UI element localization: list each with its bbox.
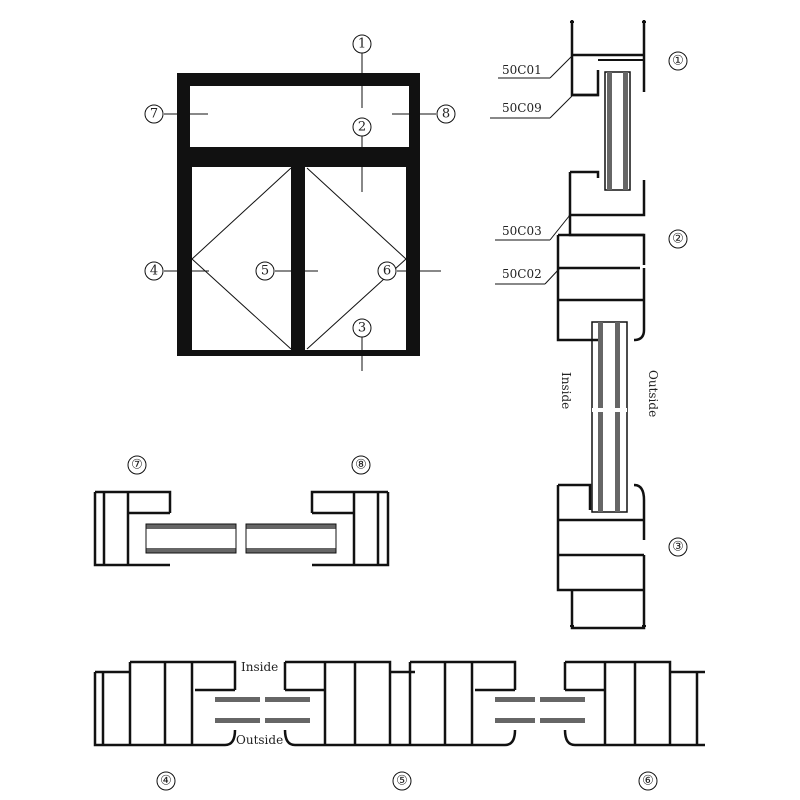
- svg-text:④: ④: [160, 774, 172, 789]
- window-elevation: 1 2 3 4 5 6 7 8: [144, 34, 456, 371]
- callout-5: 5: [255, 261, 275, 281]
- callout-vs-2: ②: [668, 229, 688, 249]
- svg-text:⑥: ⑥: [642, 774, 654, 789]
- transom-section: [93, 490, 390, 567]
- svg-text:7: 7: [150, 107, 158, 122]
- profile-code-50c01: 50C01: [502, 63, 542, 77]
- callout-8-section: ⑧: [351, 455, 371, 475]
- callout-5-section: ⑤: [392, 771, 412, 791]
- svg-text:4: 4: [150, 264, 158, 279]
- svg-text:6: 6: [383, 264, 391, 279]
- horizontal-section: [93, 660, 705, 747]
- outside-label-horizontal: Outside: [236, 733, 283, 747]
- callout-7: 7: [144, 104, 164, 124]
- svg-text:3: 3: [358, 321, 366, 336]
- svg-text:2: 2: [358, 120, 366, 135]
- callout-1: 1: [352, 34, 372, 54]
- callout-3: 3: [352, 318, 372, 338]
- profile-code-50c09: 50C09: [502, 101, 542, 115]
- horizontal-glass: [215, 697, 585, 723]
- outside-label-vertical: Outside: [646, 370, 660, 417]
- transom-glass: [145, 523, 337, 554]
- vertical-section-labels: 50C01 50C09 50C03 50C02 ① ② ③ Inside Out…: [490, 51, 688, 557]
- callout-vs-1: ①: [668, 51, 688, 71]
- svg-text:①: ①: [672, 54, 684, 69]
- callout-4: 4: [144, 261, 164, 281]
- profile-code-50c03: 50C03: [502, 224, 542, 238]
- svg-text:5: 5: [261, 264, 269, 279]
- callout-6: 6: [377, 261, 397, 281]
- profile-code-50c02: 50C02: [502, 267, 542, 281]
- inside-label-vertical: Inside: [559, 372, 573, 409]
- callout-8: 8: [436, 104, 456, 124]
- svg-text:③: ③: [672, 540, 684, 555]
- callout-vs-3: ③: [668, 537, 688, 557]
- svg-text:1: 1: [358, 37, 366, 52]
- inside-label-horizontal: Inside: [241, 660, 278, 674]
- svg-text:⑤: ⑤: [396, 774, 408, 789]
- callout-6-section: ⑥: [638, 771, 658, 791]
- callout-4-section: ④: [156, 771, 176, 791]
- callout-7-section: ⑦: [127, 455, 147, 475]
- svg-text:⑧: ⑧: [355, 458, 367, 473]
- svg-text:⑦: ⑦: [131, 458, 143, 473]
- svg-text:②: ②: [672, 232, 684, 247]
- svg-text:8: 8: [442, 107, 450, 122]
- callout-2: 2: [352, 117, 372, 137]
- vertical-section: [556, 20, 646, 630]
